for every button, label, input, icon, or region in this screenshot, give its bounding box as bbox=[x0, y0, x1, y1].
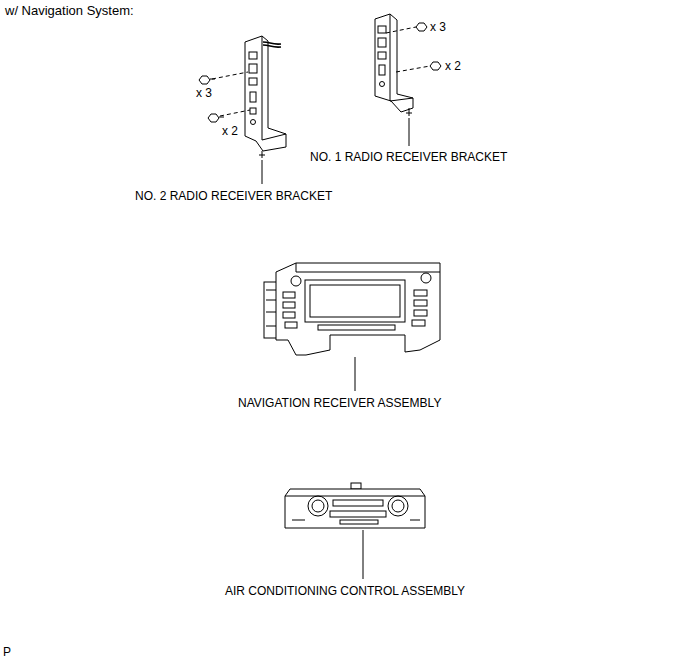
figure-code: P bbox=[3, 645, 11, 659]
ac-control-drawing bbox=[285, 483, 425, 528]
quantity-label: x 3 bbox=[430, 20, 446, 34]
bracket-drawing bbox=[375, 14, 413, 116]
leader-lines bbox=[262, 118, 409, 579]
quantity-label: x 3 bbox=[196, 86, 212, 100]
diagram-title: w/ Navigation System: bbox=[5, 4, 134, 18]
part-name: NO. 1 RADIO RECEIVER BRACKET bbox=[310, 150, 507, 164]
part-name: NAVIGATION RECEIVER ASSEMBLY bbox=[238, 396, 441, 410]
quantity-label: x 2 bbox=[222, 124, 238, 138]
screw-symbols bbox=[199, 23, 441, 122]
part-name: NO. 2 RADIO RECEIVER BRACKET bbox=[135, 189, 332, 203]
quantity-label: x 2 bbox=[445, 59, 461, 73]
navigation-receiver-drawing bbox=[264, 263, 440, 355]
part-name: AIR CONDITIONING CONTROL ASSEMBLY bbox=[225, 584, 465, 598]
bracket-drawing bbox=[245, 36, 286, 158]
